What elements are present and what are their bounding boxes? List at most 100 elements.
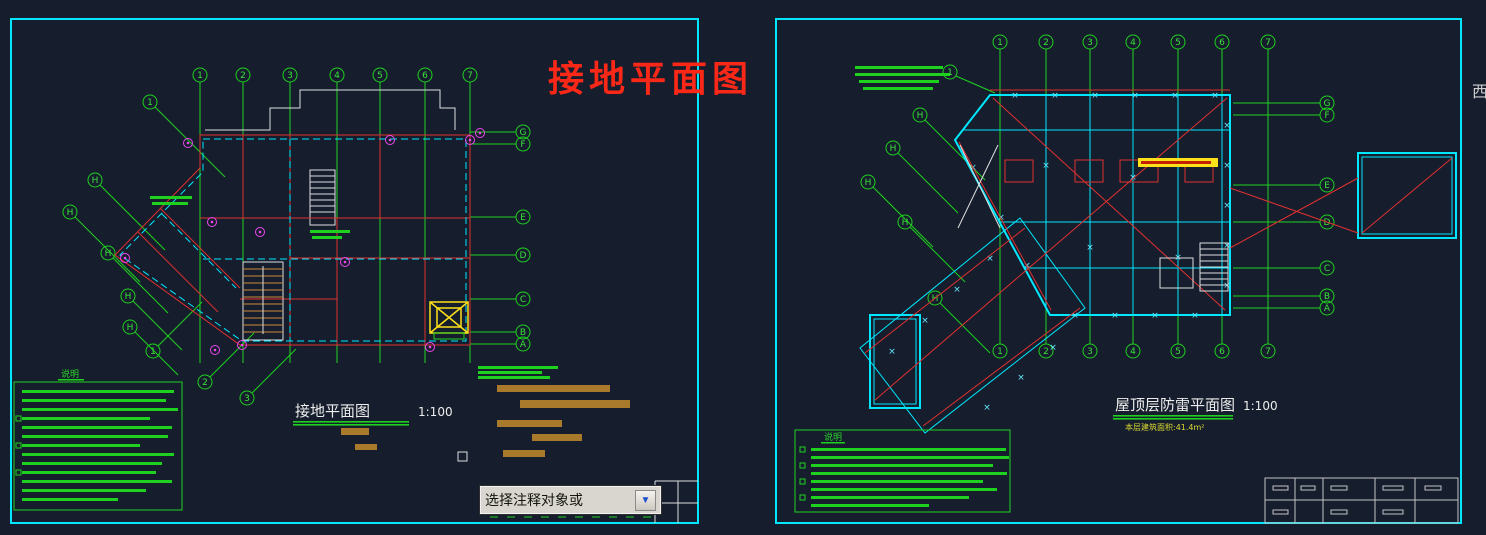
svg-text:H: H xyxy=(902,218,909,228)
svg-text:×: × xyxy=(1171,91,1179,101)
right-wing-axis-bubbles: H H H H H xyxy=(860,107,991,354)
svg-text:×: × xyxy=(921,316,929,326)
svg-text:1: 1 xyxy=(150,347,156,357)
left-wing-axis-bubbles: 1 H H H H H 1 2 3 xyxy=(62,94,297,406)
svg-text:G: G xyxy=(1324,99,1331,109)
svg-text:×: × xyxy=(1011,91,1019,101)
svg-text:H: H xyxy=(67,208,74,218)
svg-text:说明: 说明 xyxy=(61,368,79,380)
svg-text:×: × xyxy=(1223,201,1231,211)
svg-text:×: × xyxy=(1051,91,1059,101)
command-input-text: 选择注释对象或 xyxy=(485,492,583,508)
right-roof-red-lines xyxy=(864,89,1453,427)
svg-text:×: × xyxy=(1091,91,1099,101)
right-notes-block: 说明 xyxy=(794,429,1011,513)
svg-text:本层建筑面积:41.4m²: 本层建筑面积:41.4m² xyxy=(1125,422,1205,432)
right-highlighted-note xyxy=(1138,158,1218,167)
svg-text:1:100: 1:100 xyxy=(418,405,453,419)
lightning-belt-lines xyxy=(859,94,1457,434)
svg-text:H: H xyxy=(917,111,924,121)
svg-text:H: H xyxy=(92,176,99,186)
svg-text:×: × xyxy=(1223,241,1231,251)
left-row-grid-bubbles: G F E D C B A xyxy=(470,124,531,352)
svg-text:×: × xyxy=(1191,311,1199,321)
svg-text:1: 1 xyxy=(997,38,1003,48)
svg-text:3: 3 xyxy=(1087,38,1093,48)
svg-text:H: H xyxy=(865,178,872,188)
grounding-conductor-lines xyxy=(119,138,467,342)
svg-text:E: E xyxy=(1324,181,1330,191)
svg-text:2: 2 xyxy=(240,71,246,81)
svg-text:×: × xyxy=(1049,343,1057,353)
svg-text:×: × xyxy=(1111,311,1119,321)
svg-text:E: E xyxy=(520,213,526,223)
svg-text:×: × xyxy=(1131,91,1139,101)
right-row-grid-bubbles: G F E D C B A xyxy=(1233,95,1335,316)
svg-text:6: 6 xyxy=(1219,347,1225,357)
svg-text:屋顶层防雷平面图: 屋顶层防雷平面图 xyxy=(1115,396,1235,414)
right-drawing-caption: 屋顶层防雷平面图 1:100 本层建筑面积:41.4m² xyxy=(1113,396,1278,432)
svg-text:×: × xyxy=(1017,373,1025,383)
svg-text:2: 2 xyxy=(202,378,208,388)
svg-text:F: F xyxy=(1324,111,1329,121)
svg-text:5: 5 xyxy=(377,71,383,81)
svg-text:×: × xyxy=(1223,281,1231,291)
svg-text:5: 5 xyxy=(1175,347,1181,357)
left-staircase xyxy=(242,261,284,341)
right-drawing-frame xyxy=(775,18,1462,524)
svg-text:A: A xyxy=(520,340,527,350)
svg-text:1: 1 xyxy=(947,68,953,78)
grounding-test-box-symbol xyxy=(429,301,469,334)
margin-label: 西 xyxy=(1472,82,1486,101)
left-building-walls xyxy=(114,134,471,346)
command-input[interactable]: 选择注释对象或 ▼ xyxy=(479,485,662,515)
right-keynote: 1 xyxy=(855,64,996,94)
right-white-details xyxy=(957,144,1229,292)
svg-text:×: × xyxy=(1042,161,1050,171)
svg-text:×: × xyxy=(1211,91,1219,101)
left-drawing-caption: 接地平面图 1:100 xyxy=(293,402,453,426)
svg-text:1: 1 xyxy=(147,98,153,108)
left-notes-block: 说明 xyxy=(13,368,183,511)
svg-text:×: × xyxy=(953,285,961,295)
svg-text:×: × xyxy=(1071,311,1079,321)
svg-text:7: 7 xyxy=(1265,347,1271,357)
svg-text:2: 2 xyxy=(1043,347,1049,357)
right-title-block xyxy=(1264,477,1459,524)
svg-text:H: H xyxy=(932,294,939,304)
svg-text:3: 3 xyxy=(1087,347,1093,357)
svg-text:7: 7 xyxy=(1265,38,1271,48)
svg-text:5: 5 xyxy=(1175,38,1181,48)
svg-text:×: × xyxy=(983,403,991,413)
svg-text:×: × xyxy=(986,254,994,264)
svg-text:D: D xyxy=(520,251,527,261)
svg-text:接地平面图: 接地平面图 xyxy=(295,402,370,420)
svg-text:A: A xyxy=(1324,304,1331,314)
equipment-base xyxy=(433,332,465,340)
svg-text:1: 1 xyxy=(997,347,1003,357)
command-dropdown-button[interactable]: ▼ xyxy=(635,489,656,511)
svg-text:6: 6 xyxy=(1219,38,1225,48)
right-drawing-roof-lightning-plan: 1 2 3 4 5 6 7 1 2 3 4 5 6 7 G F E D C B … xyxy=(775,18,1462,524)
svg-text:2: 2 xyxy=(1043,38,1049,48)
svg-text:3: 3 xyxy=(244,394,250,404)
left-drawing-grounding-plan: 1 2 3 4 5 6 7 G F E D C B A 1 H H H xyxy=(10,18,699,524)
left-annotation-marks xyxy=(150,196,558,379)
svg-text:×: × xyxy=(1223,161,1231,171)
svg-text:C: C xyxy=(1324,264,1330,274)
svg-text:4: 4 xyxy=(334,71,340,81)
down-arrow-icon: ▼ xyxy=(640,494,651,506)
svg-text:6: 6 xyxy=(422,71,428,81)
svg-text:D: D xyxy=(1324,218,1331,228)
left-title-block-partial xyxy=(654,480,698,523)
svg-text:G: G xyxy=(520,128,527,138)
svg-text:H: H xyxy=(127,323,134,333)
grounding-node-markers xyxy=(120,128,485,355)
small-symbol-square xyxy=(457,451,468,462)
svg-text:H: H xyxy=(105,249,112,259)
svg-text:×: × xyxy=(1151,311,1159,321)
svg-text:B: B xyxy=(520,328,526,338)
svg-text:F: F xyxy=(520,140,525,150)
svg-text:H: H xyxy=(890,144,897,154)
